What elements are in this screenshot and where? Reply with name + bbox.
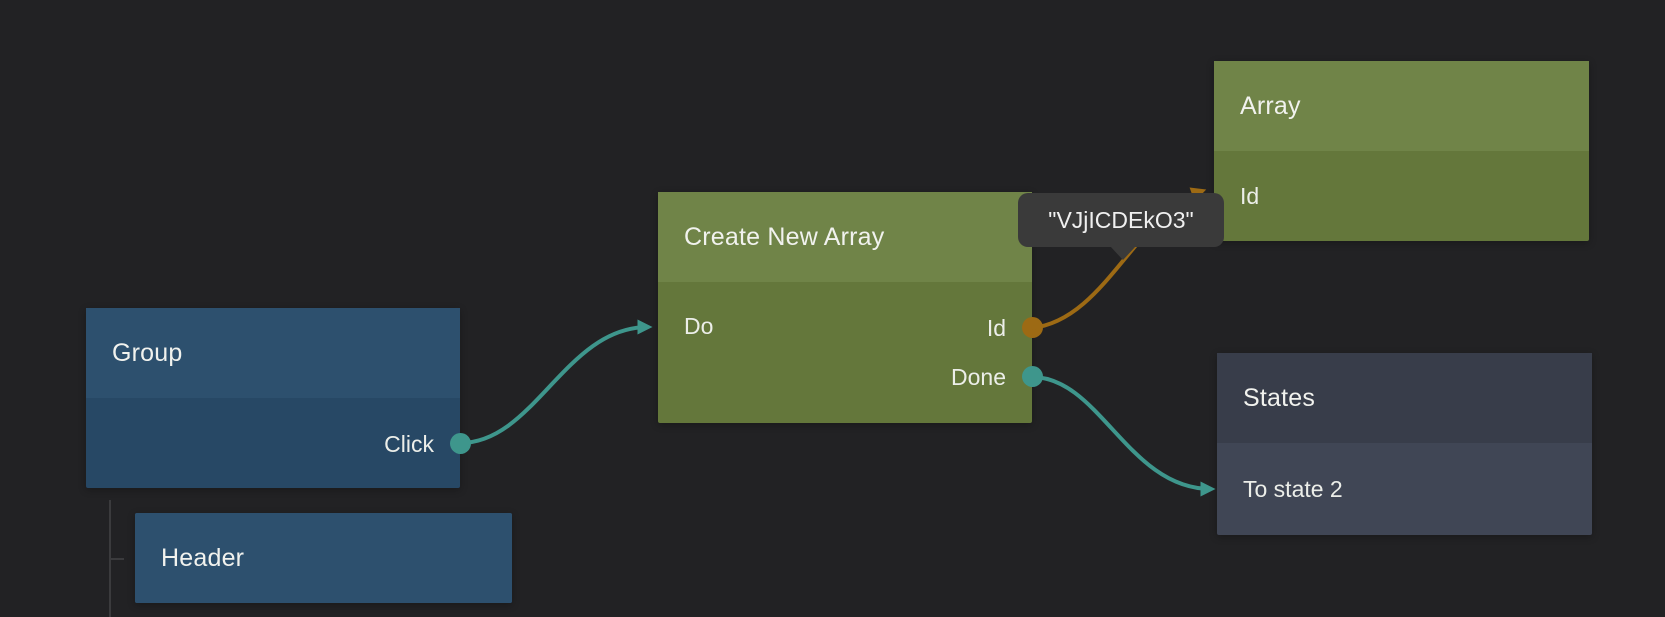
port-to-state-2[interactable]: To state 2 xyxy=(1243,466,1343,512)
node-create-new-array-header: Create New Array xyxy=(658,192,1032,282)
node-header-component[interactable]: Header xyxy=(135,513,512,603)
port-label: Do xyxy=(684,313,714,339)
port-label: Click xyxy=(384,431,434,457)
node-title: Create New Array xyxy=(684,222,885,251)
connection-group-click-to-create-new-array-do[interactable] xyxy=(459,319,653,445)
node-array[interactable]: Array Id xyxy=(1214,61,1589,241)
node-group-header: Group xyxy=(86,308,460,398)
connection-create-new-array-done-to-states-to-state-2[interactable] xyxy=(1031,375,1216,497)
port-label: Id xyxy=(986,315,1006,341)
port-value-tooltip-text: "VJjICDEkO3" xyxy=(1048,206,1194,233)
node-title: Header xyxy=(161,543,245,572)
node-states[interactable]: States To state 2 xyxy=(1217,353,1592,535)
port-do[interactable]: Do xyxy=(684,303,713,349)
port-label: Done xyxy=(951,364,1006,390)
port-done[interactable]: Done xyxy=(951,354,1006,400)
node-title: Array xyxy=(1240,91,1301,120)
node-create-new-array[interactable]: Create New Array Do Id Done xyxy=(658,192,1043,423)
node-states-header: States xyxy=(1217,353,1592,443)
node-array-header: Array xyxy=(1214,61,1589,151)
node-title: States xyxy=(1243,383,1316,412)
port-label: Id xyxy=(1240,183,1260,209)
port-value-tooltip: "VJjICDEkO3" xyxy=(1018,193,1224,260)
port-id[interactable]: Id xyxy=(987,305,1006,351)
node-header-component-header: Header xyxy=(135,513,512,603)
node-title: Group xyxy=(112,338,183,367)
port-label: To state 2 xyxy=(1243,476,1343,502)
port-id-input[interactable]: Id xyxy=(1240,173,1259,219)
port-click[interactable]: Click xyxy=(384,421,434,467)
node-group[interactable]: Group Click xyxy=(86,308,471,488)
